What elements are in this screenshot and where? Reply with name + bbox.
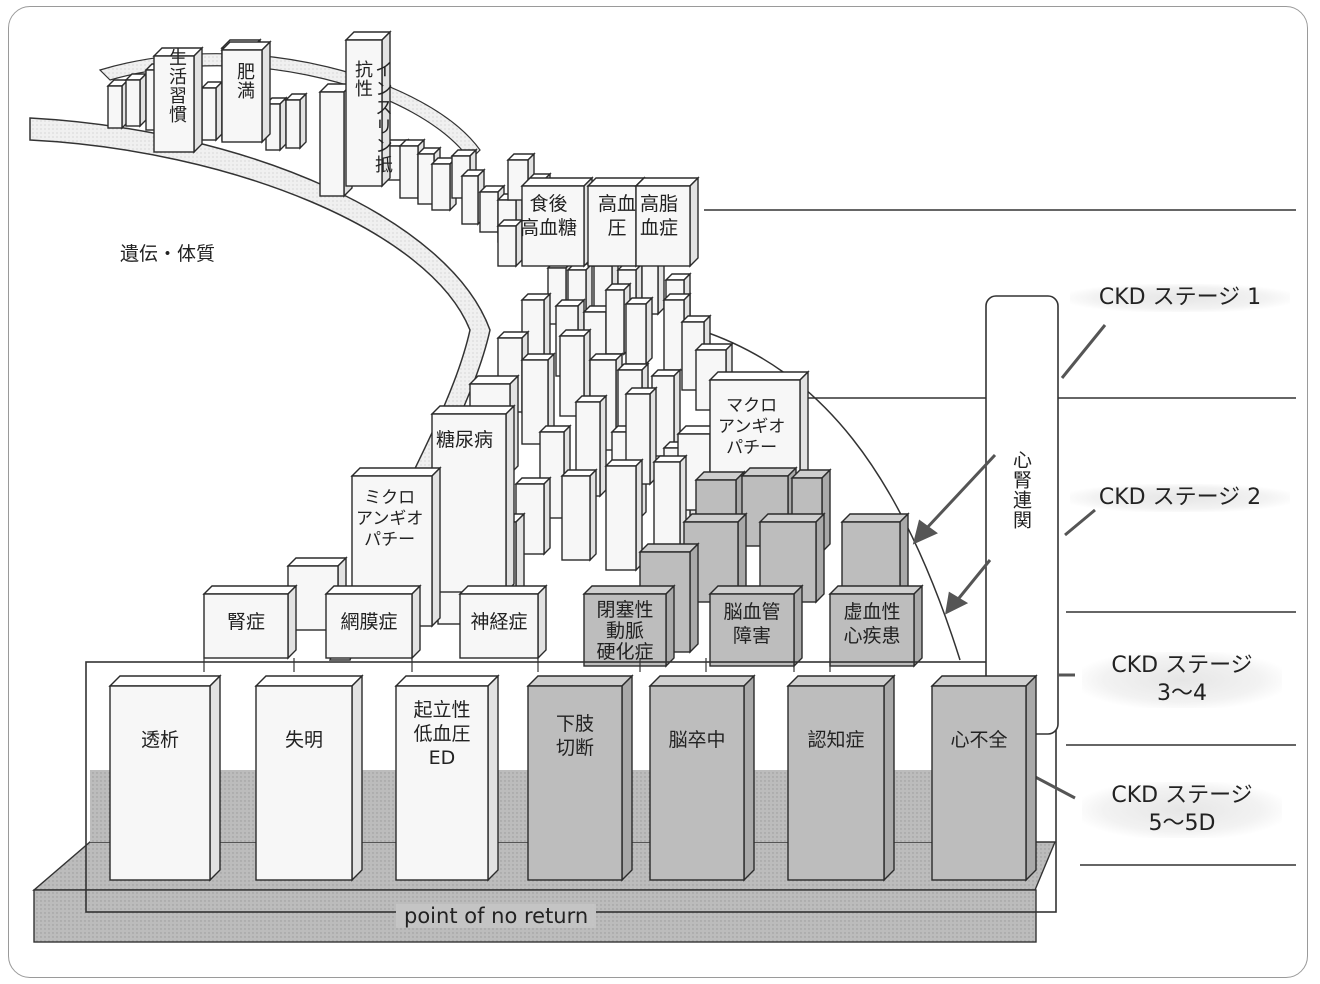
chain-domino-48 [562,470,596,560]
chain-domino-19 [498,220,522,266]
domino-label-dyslipidemia: 高脂 血症 [640,192,678,240]
complication-ihd: 虚血性 心疾患 [830,600,914,648]
outcome-box-stroke [650,676,754,880]
outcome-dialysis: 透析 [110,728,210,752]
chain-domino-30 [626,298,652,364]
complication-retinopathy: 網膜症 [326,610,412,634]
ckd-stage-3-4: CKD ステージ 3〜4 [1082,652,1282,708]
domino-label-postprandial: 食後 高血糖 [520,192,577,240]
micro-label: ミクロ アンギオ パチー [356,488,423,551]
domino-label-insulin: インスリン抵抗性 [352,60,392,190]
outcome-orthostatic: 起立性 低血圧 ED [396,698,488,770]
chain-domino-1 [126,74,146,126]
outcome-stroke: 脳卒中 [650,728,744,752]
chain-domino-0 [108,80,128,128]
outcome-dementia: 認知症 [788,728,884,752]
macro-label: マクロ アンギオ パチー [718,396,785,459]
complication-nephropathy: 腎症 [204,610,288,634]
outcome-amputation: 下肢 切断 [528,712,622,760]
complication-neuropathy: 神経症 [460,610,538,634]
outcome-box-dialysis [110,676,220,880]
domino-label-hypertension: 高血 圧 [598,192,636,240]
heredity-label: 遺伝・体質 [120,242,215,266]
cardiorenal-label: 心腎連関 [1010,450,1032,530]
point-of-no-return: point of no return [396,904,596,928]
domino-label-lifestyle: 生活習慣 [166,48,186,124]
complication-asd: 閉塞性 動脈 硬化症 [584,600,666,663]
outcome-box-dementia [788,676,894,880]
chain-domino-50 [654,456,686,552]
domino-chain [108,32,922,666]
ckd-stage-2: CKD ステージ 2 [1070,484,1290,512]
outcome-box-blindness [256,676,362,880]
chain-domino-49 [606,460,642,570]
chain-domino-7 [286,94,306,148]
outcome-blindness: 失明 [256,728,352,752]
outcome-heart_failure: 心不全 [932,728,1026,752]
ckd-stage-5-5d: CKD ステージ 5〜5D [1082,782,1282,838]
complication-cvd: 脳血管 障害 [710,600,794,648]
chain-domino-4 [202,82,222,140]
domino-label-obesity: 肥満 [234,62,254,100]
ckd-stage-1: CKD ステージ 1 [1070,284,1290,312]
diabetes-label: 糖尿病 [436,428,493,452]
outcome-box-amputation [528,676,632,880]
outcome-box-heart_failure [932,676,1036,880]
